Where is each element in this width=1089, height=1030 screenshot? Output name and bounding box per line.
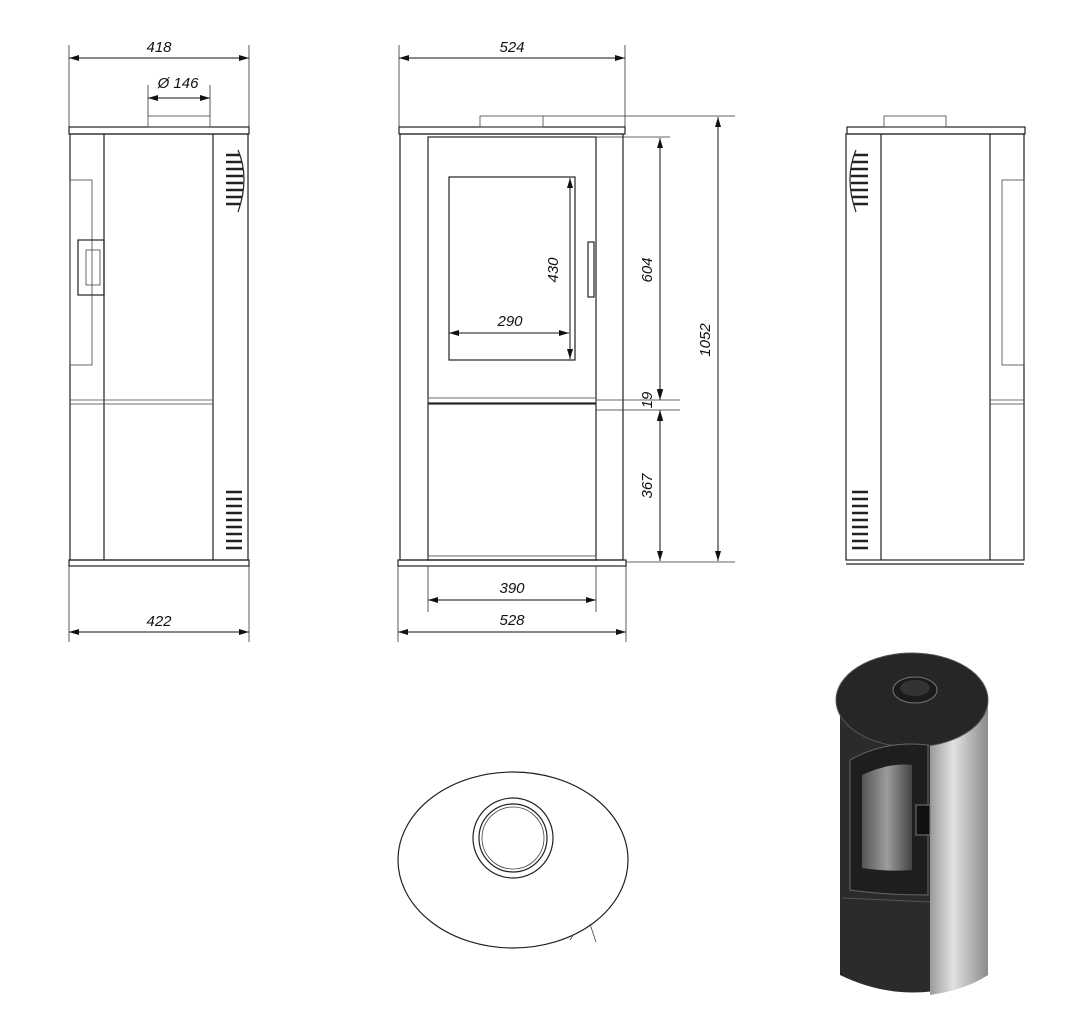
dim-glass-height: 430 [545, 257, 562, 283]
dim-door-height: 604 [639, 257, 656, 282]
dim-glass-width: 290 [496, 313, 523, 330]
dim-side-base-width: 422 [146, 613, 172, 630]
dim-total-height: 1052 [697, 323, 714, 357]
vent-top [226, 149, 245, 213]
front-view: 524 430 290 604 19 367 1052 390 528 [397, 39, 735, 642]
vent-bottom [226, 490, 242, 550]
dim-gap: 19 [639, 391, 656, 408]
top-view [397, 771, 629, 949]
dim-side-top-width: 418 [146, 39, 172, 56]
side-view-right [845, 115, 1026, 565]
dim-lower-height: 367 [639, 473, 656, 499]
dim-door-width: 390 [499, 580, 525, 597]
dim-front-top-width: 524 [499, 39, 524, 56]
dim-front-base-width: 528 [499, 612, 525, 629]
stove-3d-render [835, 652, 989, 995]
dim-flue-diameter: Ø 146 [157, 75, 200, 92]
side-view-left: 418 Ø 146 422 [68, 39, 250, 642]
